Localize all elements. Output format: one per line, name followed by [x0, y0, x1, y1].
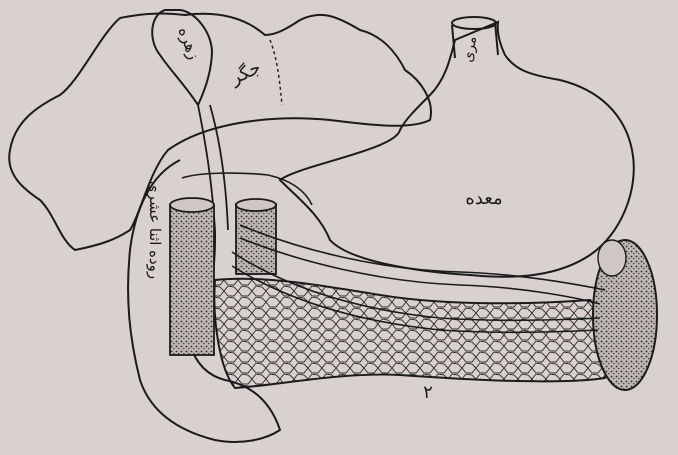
vessel-cylinder-left	[170, 198, 214, 355]
duodenum-label: روده اثنا عشری	[146, 181, 164, 279]
pancreas-tail	[593, 240, 657, 390]
stomach-label: معده	[465, 188, 502, 209]
pancreas-number-label: ۲	[423, 382, 433, 403]
